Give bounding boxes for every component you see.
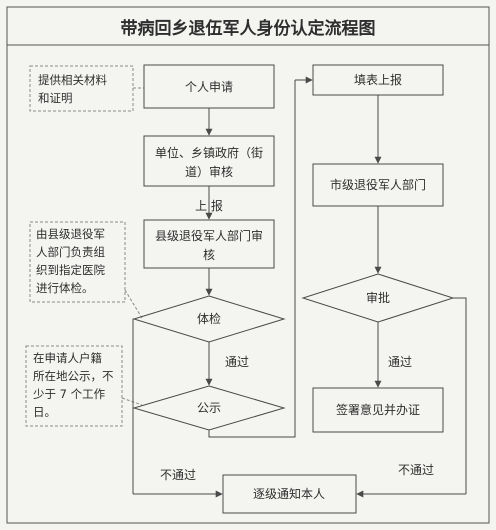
node-sign-opinion-label: 签署意见并办证 xyxy=(336,402,420,417)
node-unit-review-line-1: 单位、乡镇政府（街 xyxy=(155,145,263,160)
node-county-dept-line-1: 县级退役军人部门审 xyxy=(155,228,263,243)
note-exam-connector xyxy=(124,289,143,319)
node-city-dept: 市级退役军人部门 xyxy=(312,163,444,207)
note-publicity-line-2: 所在地公示，不 xyxy=(33,369,114,383)
node-physical-exam-label: 体检 xyxy=(197,311,221,326)
note-materials-line-1: 提供相关材料 xyxy=(38,73,107,87)
node-publicity-label: 公示 xyxy=(197,401,221,415)
note-publicity-line-1: 在申请人户籍 xyxy=(33,351,102,365)
note-publicity-line-3: 少于 7 个工作 xyxy=(33,387,106,401)
outer-frame xyxy=(6,6,490,524)
line-publicity-to-fill-form xyxy=(208,80,296,438)
node-approval-label: 审批 xyxy=(366,290,390,305)
note-exam-org: 由县级退役军 人部门负责组 织到指定医院 进行体检。 xyxy=(29,221,126,303)
note-publicity-rule: 在申请人户籍 所在地公示，不 少于 7 个工作 日。 xyxy=(25,345,123,427)
note-materials-line-2: 和证明 xyxy=(38,91,73,105)
page-title: 带病回乡退伍军人身份认定流程图 xyxy=(121,18,376,39)
node-county-dept-line-2: 核 xyxy=(203,248,215,262)
node-sign-opinion: 签署意见并办证 xyxy=(312,387,444,433)
node-county-dept: 县级退役军人部门审 核 xyxy=(143,219,275,269)
node-city-dept-label: 市级退役军人部门 xyxy=(330,177,426,192)
note-exam-line-1: 由县级退役军 xyxy=(36,227,105,241)
node-fill-form-label: 填表上报 xyxy=(354,72,402,87)
note-exam-line-2: 人部门负责组 xyxy=(36,245,105,259)
connectors xyxy=(132,76,467,498)
line-approval-fail xyxy=(453,297,467,494)
note-publicity-connector xyxy=(121,397,143,406)
node-approval: 审批 xyxy=(301,273,455,323)
node-unit-review-line-2: 道）审核 xyxy=(185,164,233,179)
edge-label-pass-approval: 通过 xyxy=(388,355,412,369)
edge-label-fail-right: 不通过 xyxy=(398,463,434,477)
node-fill-form: 填表上报 xyxy=(312,64,444,96)
note-publicity-line-4: 日。 xyxy=(33,405,56,419)
node-notify-label: 逐级通知本人 xyxy=(253,487,325,501)
line-exam-fail xyxy=(132,318,134,494)
node-apply: 个人申请 xyxy=(143,64,275,109)
edge-label-pass-exam: 通过 xyxy=(225,355,249,369)
node-notify: 逐级通知本人 xyxy=(222,474,357,514)
edge-label-fail-left: 不通过 xyxy=(160,468,196,482)
note-materials: 提供相关材料 和证明 xyxy=(29,65,134,112)
note-exam-line-4: 进行体检。 xyxy=(36,281,94,295)
node-physical-exam: 体检 xyxy=(132,295,286,343)
node-publicity: 公示 xyxy=(132,385,286,431)
node-apply-label: 个人申请 xyxy=(185,80,233,94)
note-exam-line-3: 织到指定医院 xyxy=(36,263,105,277)
node-unit-review: 单位、乡镇政府（街 道）审核 xyxy=(143,135,275,187)
